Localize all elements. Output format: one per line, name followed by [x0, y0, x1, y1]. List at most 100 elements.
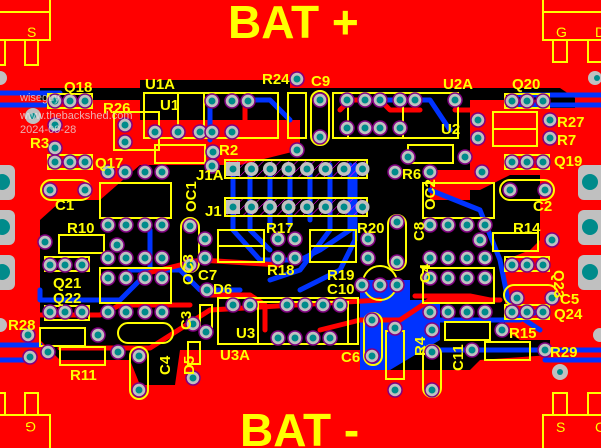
pad-drill [513, 294, 521, 302]
pad-drill [285, 203, 292, 211]
pad-drill [51, 121, 59, 129]
mounting-holes [0, 71, 601, 380]
pad-drill [523, 261, 531, 269]
pad-drill [141, 254, 149, 262]
label-r2: R2 [219, 142, 238, 159]
label-q20: Q20 [512, 76, 540, 93]
bat-minus-label: BAT - [240, 404, 359, 448]
label-u2: U2 [441, 121, 460, 138]
label-r26: R26 [103, 100, 131, 117]
label-r19: R19 [327, 267, 355, 284]
pad-drill [46, 308, 54, 316]
label-r28: R28 [8, 317, 36, 334]
label-r14: R14 [513, 220, 541, 237]
pad-drill [481, 274, 489, 282]
label-r7: R7 [557, 132, 576, 149]
label-d5: D5 [181, 356, 198, 375]
pad-drill [209, 148, 217, 156]
label-oc1: OC1 [183, 181, 200, 212]
pad-drill [508, 261, 516, 269]
pad-drill [319, 301, 327, 309]
pad-drill [189, 320, 197, 328]
pad-drill [266, 203, 274, 211]
pad-drill [368, 316, 376, 324]
pin-label: S [27, 24, 36, 40]
pad-drill [376, 96, 384, 104]
pad-drill [81, 186, 89, 194]
pad-drill [393, 281, 401, 289]
pad-drill [293, 146, 301, 154]
pad-drill [228, 97, 236, 105]
pad-drill [141, 221, 149, 229]
pad-drill [474, 116, 482, 124]
pad-drill [174, 128, 182, 136]
pad-drill [246, 301, 254, 309]
pad-drill [303, 165, 311, 173]
pad-drill [539, 308, 547, 316]
pad-drill [158, 168, 166, 176]
label-q24: Q24 [554, 306, 583, 323]
mosfet-top-right: G D [542, 0, 601, 63]
pad-drill [24, 331, 32, 339]
label-c10: C10 [327, 281, 355, 298]
pad-drill [61, 308, 69, 316]
pad-drill [361, 124, 369, 132]
pad-drill [274, 235, 282, 243]
pad-drill [444, 274, 452, 282]
edge-pads-right[interactable] [578, 165, 601, 290]
pad-drill [426, 221, 434, 229]
label-c6: C6 [341, 349, 360, 366]
pad-drill [506, 186, 514, 194]
pad-drill [393, 218, 401, 226]
pad-drill [244, 97, 252, 105]
pad-drill [104, 254, 112, 262]
trace-top [317, 297, 503, 333]
trace-top [202, 292, 268, 333]
pad-drill [474, 134, 482, 142]
mosfet-bottom-left: G [0, 392, 51, 448]
pad-drill [340, 165, 348, 173]
pad-drill [113, 241, 121, 249]
pad-drill [66, 97, 74, 105]
pad-drill [266, 165, 274, 173]
pad-drill [274, 334, 282, 342]
label-r18: R18 [267, 262, 295, 279]
label-r24: R24 [262, 71, 290, 88]
label-r29: R29 [550, 344, 578, 361]
pad-drill [361, 96, 369, 104]
pad-drill [104, 221, 112, 229]
pad-drill [41, 238, 49, 246]
bat-plus-label: BAT + [228, 0, 359, 48]
pad-drill [463, 274, 471, 282]
edge-pads-left[interactable] [0, 165, 15, 290]
pad-drill [158, 254, 166, 262]
pad-drill [391, 386, 399, 394]
pad-drill [541, 346, 549, 354]
pad-drill [326, 334, 334, 342]
pad-drill [463, 221, 471, 229]
pad-drill [158, 274, 166, 282]
pad-drill [208, 128, 216, 136]
pads[interactable] [20, 71, 560, 398]
label-c11: C11 [450, 344, 467, 371]
pad-drill [203, 286, 211, 294]
pad-drill [343, 124, 351, 132]
pad-drill [481, 254, 489, 262]
pad-drill [548, 294, 556, 302]
label-r4: R4 [412, 336, 429, 356]
pad-drill [426, 254, 434, 262]
pad-drill [508, 308, 516, 316]
pad-drill [285, 165, 292, 173]
pad-drill [158, 221, 166, 229]
label-r10: R10 [67, 220, 95, 237]
label-j1a: J1A [196, 167, 224, 184]
label-u1: U1 [160, 97, 179, 114]
pad-drill [451, 96, 459, 104]
pad-drill [78, 308, 86, 316]
pad-drill [340, 203, 348, 211]
pad-drill [358, 281, 366, 289]
label-q23: Q23 [550, 270, 567, 298]
watermark-site: www.thebackshed.com [19, 110, 133, 122]
